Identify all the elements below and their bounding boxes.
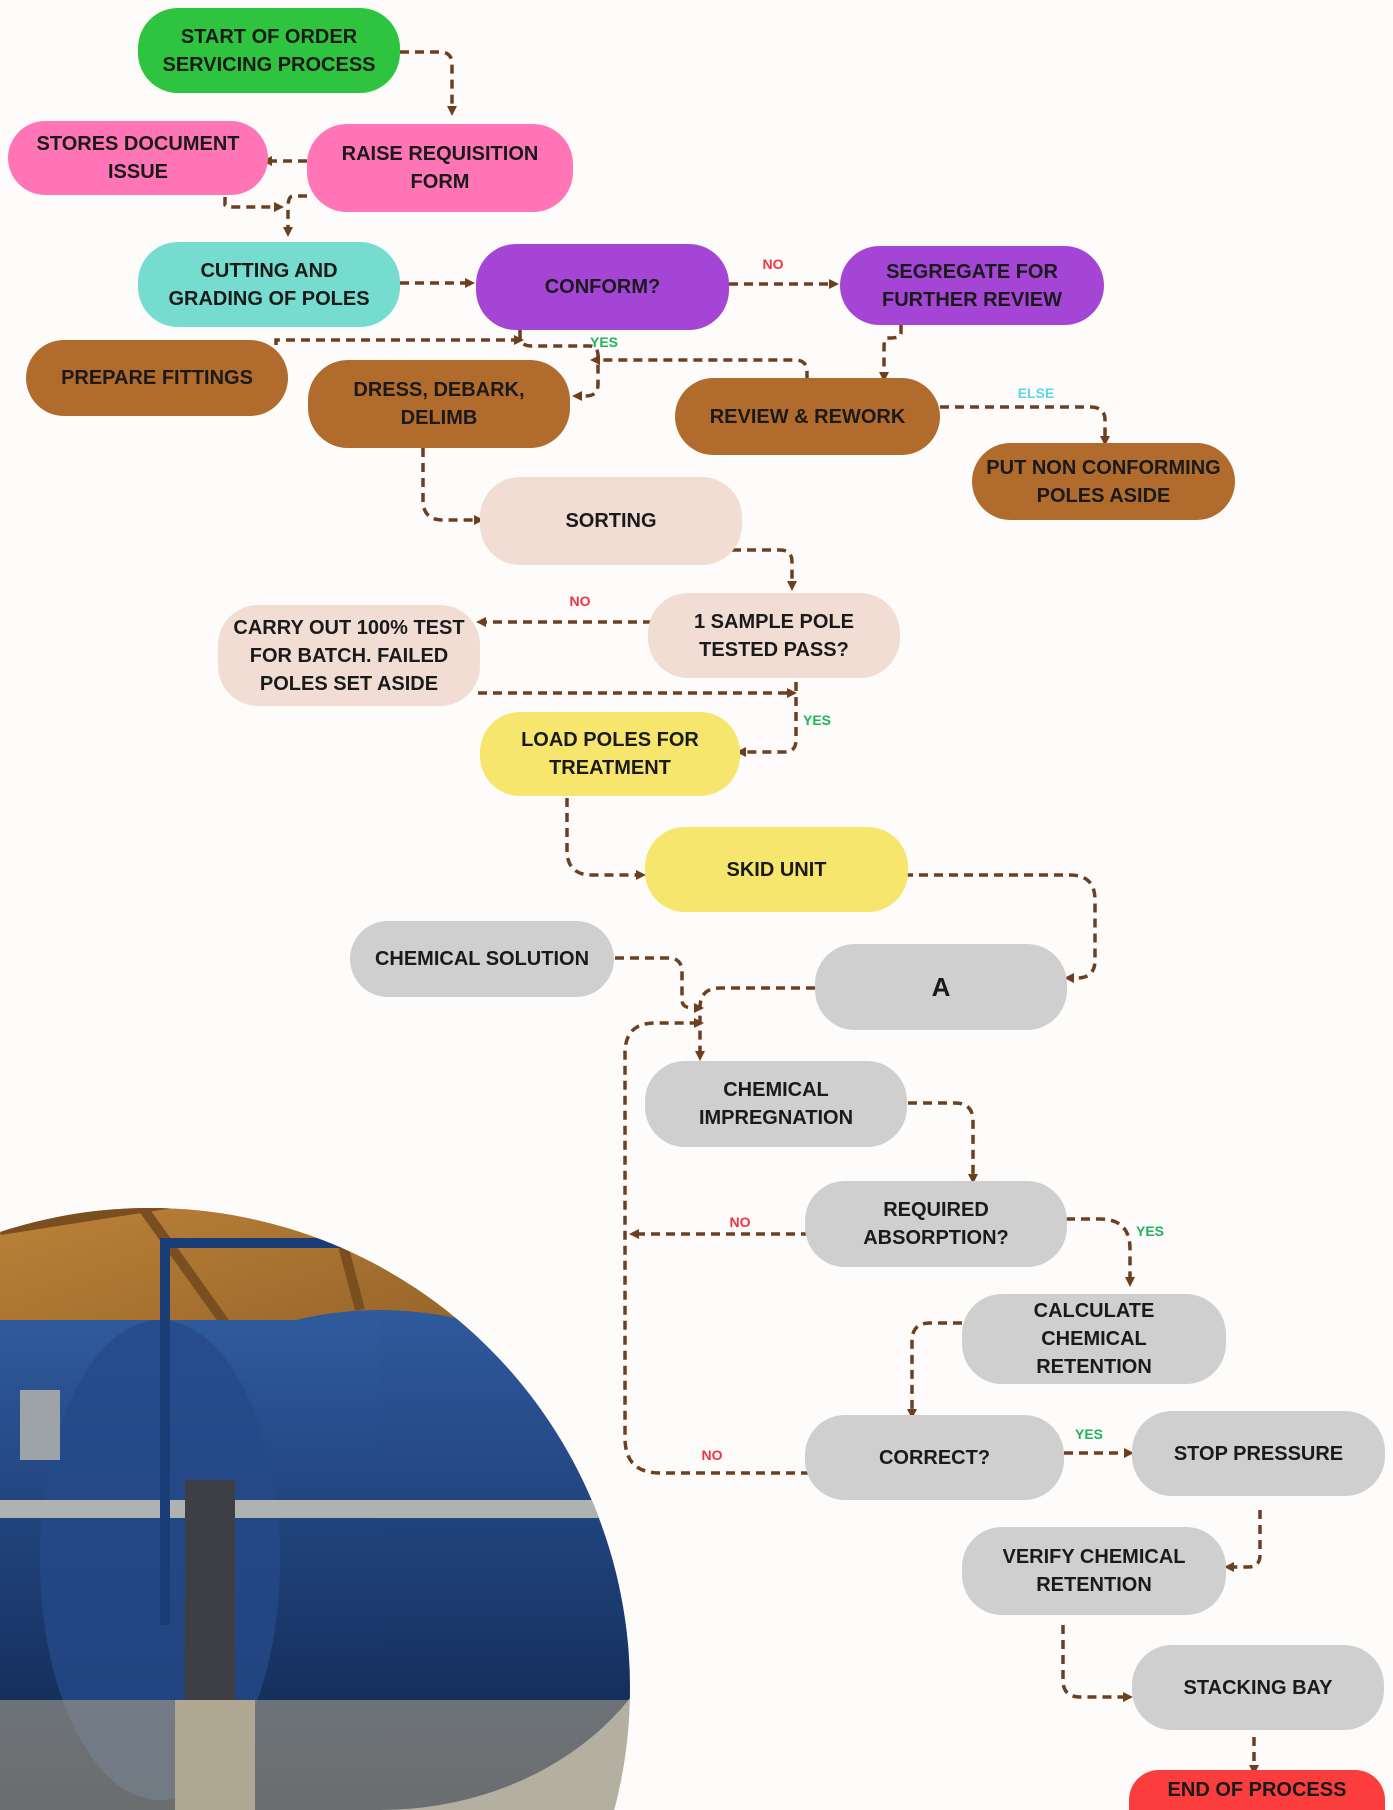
arrow-verify-stacking: [1061, 1625, 1133, 1702]
node-chemical-solution: CHEMICAL SOLUTION: [350, 921, 614, 997]
label-conform-no: NO: [762, 256, 784, 272]
arrow-review-dress: [590, 355, 809, 380]
label-correct-no: NO: [701, 1447, 723, 1463]
arrow-absorb-calc: [1066, 1217, 1135, 1287]
label-absorb-no: NO: [729, 1214, 751, 1230]
node-a: A: [815, 944, 1067, 1030]
node-calculate-retention: CALCULATE CHEMICAL RETENTION: [962, 1294, 1226, 1384]
node-skid-unit: SKID UNIT: [645, 827, 908, 912]
node-review-rework: REVIEW & REWORK: [675, 378, 940, 455]
node-sample-pole: 1 SAMPLE POLE TESTED PASS?: [648, 593, 900, 678]
arrow-dress-sorting: [421, 448, 484, 525]
arrow-sorting-sample: [732, 548, 797, 591]
node-load-poles: LOAD POLES FOR TREATMENT: [480, 712, 740, 796]
node-verify-retention: VERIFY CHEMICAL RETENTION: [962, 1527, 1226, 1615]
arrow-prepare-conform: [274, 335, 524, 345]
arrow-impreg-absorb: [908, 1101, 978, 1184]
node-start: START OF ORDER SERVICING PROCESS: [138, 8, 400, 93]
label-sample-no: NO: [569, 593, 591, 609]
arrow-skid-a: [904, 873, 1097, 983]
node-cutting-grading: CUTTING AND GRADING OF POLES: [138, 242, 400, 327]
label-conform-yes: YES: [589, 334, 619, 350]
node-raise-requisition: RAISE REQUISITION FORM: [307, 124, 573, 212]
node-end: END OF PROCESS: [1129, 1770, 1385, 1810]
arrow-chemsol-impreg: [615, 956, 704, 1013]
label-correct-yes: YES: [1074, 1426, 1104, 1442]
arrow-load-skid: [565, 798, 646, 880]
node-prepare-fittings: PREPARE FITTINGS: [26, 340, 288, 416]
node-correct: CORRECT?: [805, 1415, 1064, 1500]
arrow-a-impreg: [695, 986, 815, 1061]
node-chemical-impregnation: CHEMICAL IMPREGNATION: [645, 1061, 907, 1147]
arrow-start-raise: [400, 50, 457, 116]
node-segregate: SEGREGATE FOR FURTHER REVIEW: [840, 246, 1104, 325]
arrow-stores-cutting: [223, 182, 284, 212]
arrow-sample-load: [736, 682, 798, 757]
arrow-segregate-review: [879, 325, 903, 382]
arrow-review-nonconform: [940, 405, 1110, 446]
node-non-conforming: PUT NON CONFORMING POLES ASIDE: [972, 443, 1235, 520]
node-sorting: SORTING: [480, 477, 742, 565]
node-required-absorption: REQUIRED ABSORPTION?: [805, 1181, 1067, 1267]
label-review-else: ELSE: [1017, 385, 1055, 401]
node-carry-out-test: CARRY OUT 100% TEST FOR BATCH. FAILED PO…: [218, 605, 480, 706]
node-stop-pressure: STOP PRESSURE: [1132, 1411, 1385, 1496]
label-sample-yes: YES: [802, 712, 832, 728]
arrow-calc-correct: [907, 1321, 962, 1419]
node-stacking-bay: STACKING BAY: [1132, 1645, 1384, 1730]
node-stores-document: STORES DOCUMENT ISSUE: [8, 121, 268, 195]
label-absorb-yes: YES: [1135, 1223, 1165, 1239]
node-conform: CONFORM?: [476, 244, 729, 330]
arrow-stop-verify: [1224, 1510, 1262, 1572]
arrow-raise-cutting: [283, 194, 307, 237]
node-dress-debark: DRESS, DEBARK, DELIMB: [308, 360, 570, 448]
